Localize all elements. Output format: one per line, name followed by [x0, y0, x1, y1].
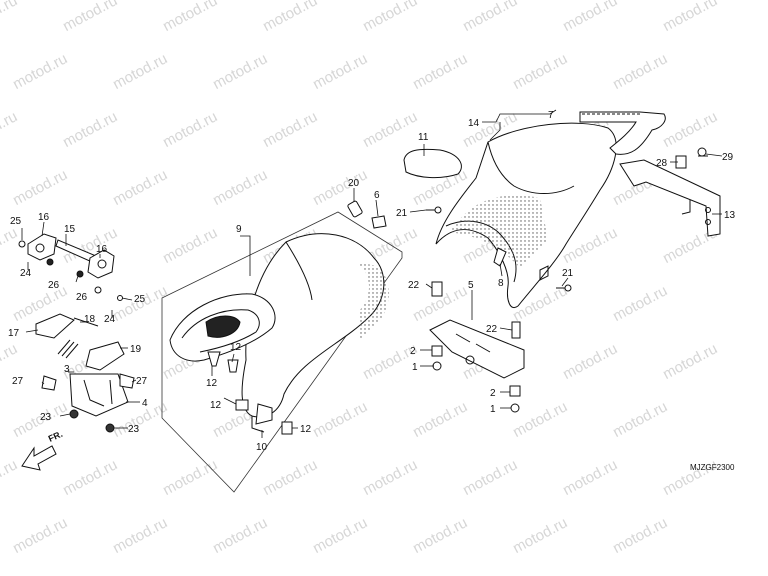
callout-28: 28 — [656, 158, 668, 169]
callout-13: 13 — [724, 210, 736, 221]
callout-19: 19 — [130, 344, 142, 355]
callout-22a: 22 — [408, 280, 420, 291]
callout-27b: 27 — [136, 376, 148, 387]
callout-21b: 21 — [562, 268, 574, 279]
diagram-code: MJZGF2300 — [690, 463, 735, 472]
callout-27a: 27 — [12, 376, 24, 387]
callout-12a: 12 — [230, 342, 242, 353]
callout-4: 4 — [142, 398, 148, 409]
seat-cowl-cover — [403, 148, 462, 179]
callout-16b: 16 — [96, 244, 108, 255]
seat-lock-assembly — [18, 233, 135, 433]
callout-25a: 25 — [10, 216, 22, 227]
callout-29: 29 — [722, 152, 734, 163]
callout-18: 18 — [84, 314, 96, 325]
callout-22b: 22 — [486, 324, 498, 335]
callout-8: 8 — [498, 278, 504, 289]
callout-7: 7 — [548, 110, 554, 121]
mounting-brackets — [429, 159, 721, 379]
callout-10: 10 — [256, 442, 268, 453]
callout-6: 6 — [374, 190, 380, 201]
rear-cowl — [403, 111, 666, 308]
front-direction-arrow: FR. — [21, 429, 64, 471]
callout-17: 17 — [8, 328, 20, 339]
callout-24b: 24 — [104, 314, 116, 325]
callout-20: 20 — [348, 178, 360, 189]
callout-12d: 12 — [300, 424, 312, 435]
callout-26b: 26 — [76, 292, 88, 303]
callout-3: 3 — [64, 364, 70, 375]
fasteners — [207, 147, 708, 435]
callout-26a: 26 — [48, 280, 60, 291]
callout-21a: 21 — [396, 208, 408, 219]
callout-12c: 12 — [210, 400, 222, 411]
callout-23a: 23 — [40, 412, 52, 423]
callout-9: 9 — [236, 224, 242, 235]
front-label: FR. — [47, 429, 64, 444]
callout-1b: 1 — [490, 404, 496, 415]
callout-numbers: 7 14 11 28 29 13 20 6 21 21 9 22 8 5 22 … — [8, 110, 736, 472]
callout-12b: 12 — [206, 378, 218, 389]
callout-24a: 24 — [20, 268, 32, 279]
callout-2b: 2 — [490, 388, 496, 399]
grab-rail — [579, 111, 666, 155]
callout-25b: 25 — [134, 294, 146, 305]
rider-seat — [161, 211, 403, 493]
callout-1a: 1 — [412, 362, 418, 373]
callout-23b: 23 — [128, 424, 140, 435]
leader-lines — [21, 109, 723, 438]
callout-14: 14 — [468, 118, 480, 129]
callout-2a: 2 — [410, 346, 416, 357]
callout-16a: 16 — [38, 212, 50, 223]
callout-11: 11 — [418, 132, 429, 143]
callout-15: 15 — [64, 224, 76, 235]
callout-5: 5 — [468, 280, 474, 291]
